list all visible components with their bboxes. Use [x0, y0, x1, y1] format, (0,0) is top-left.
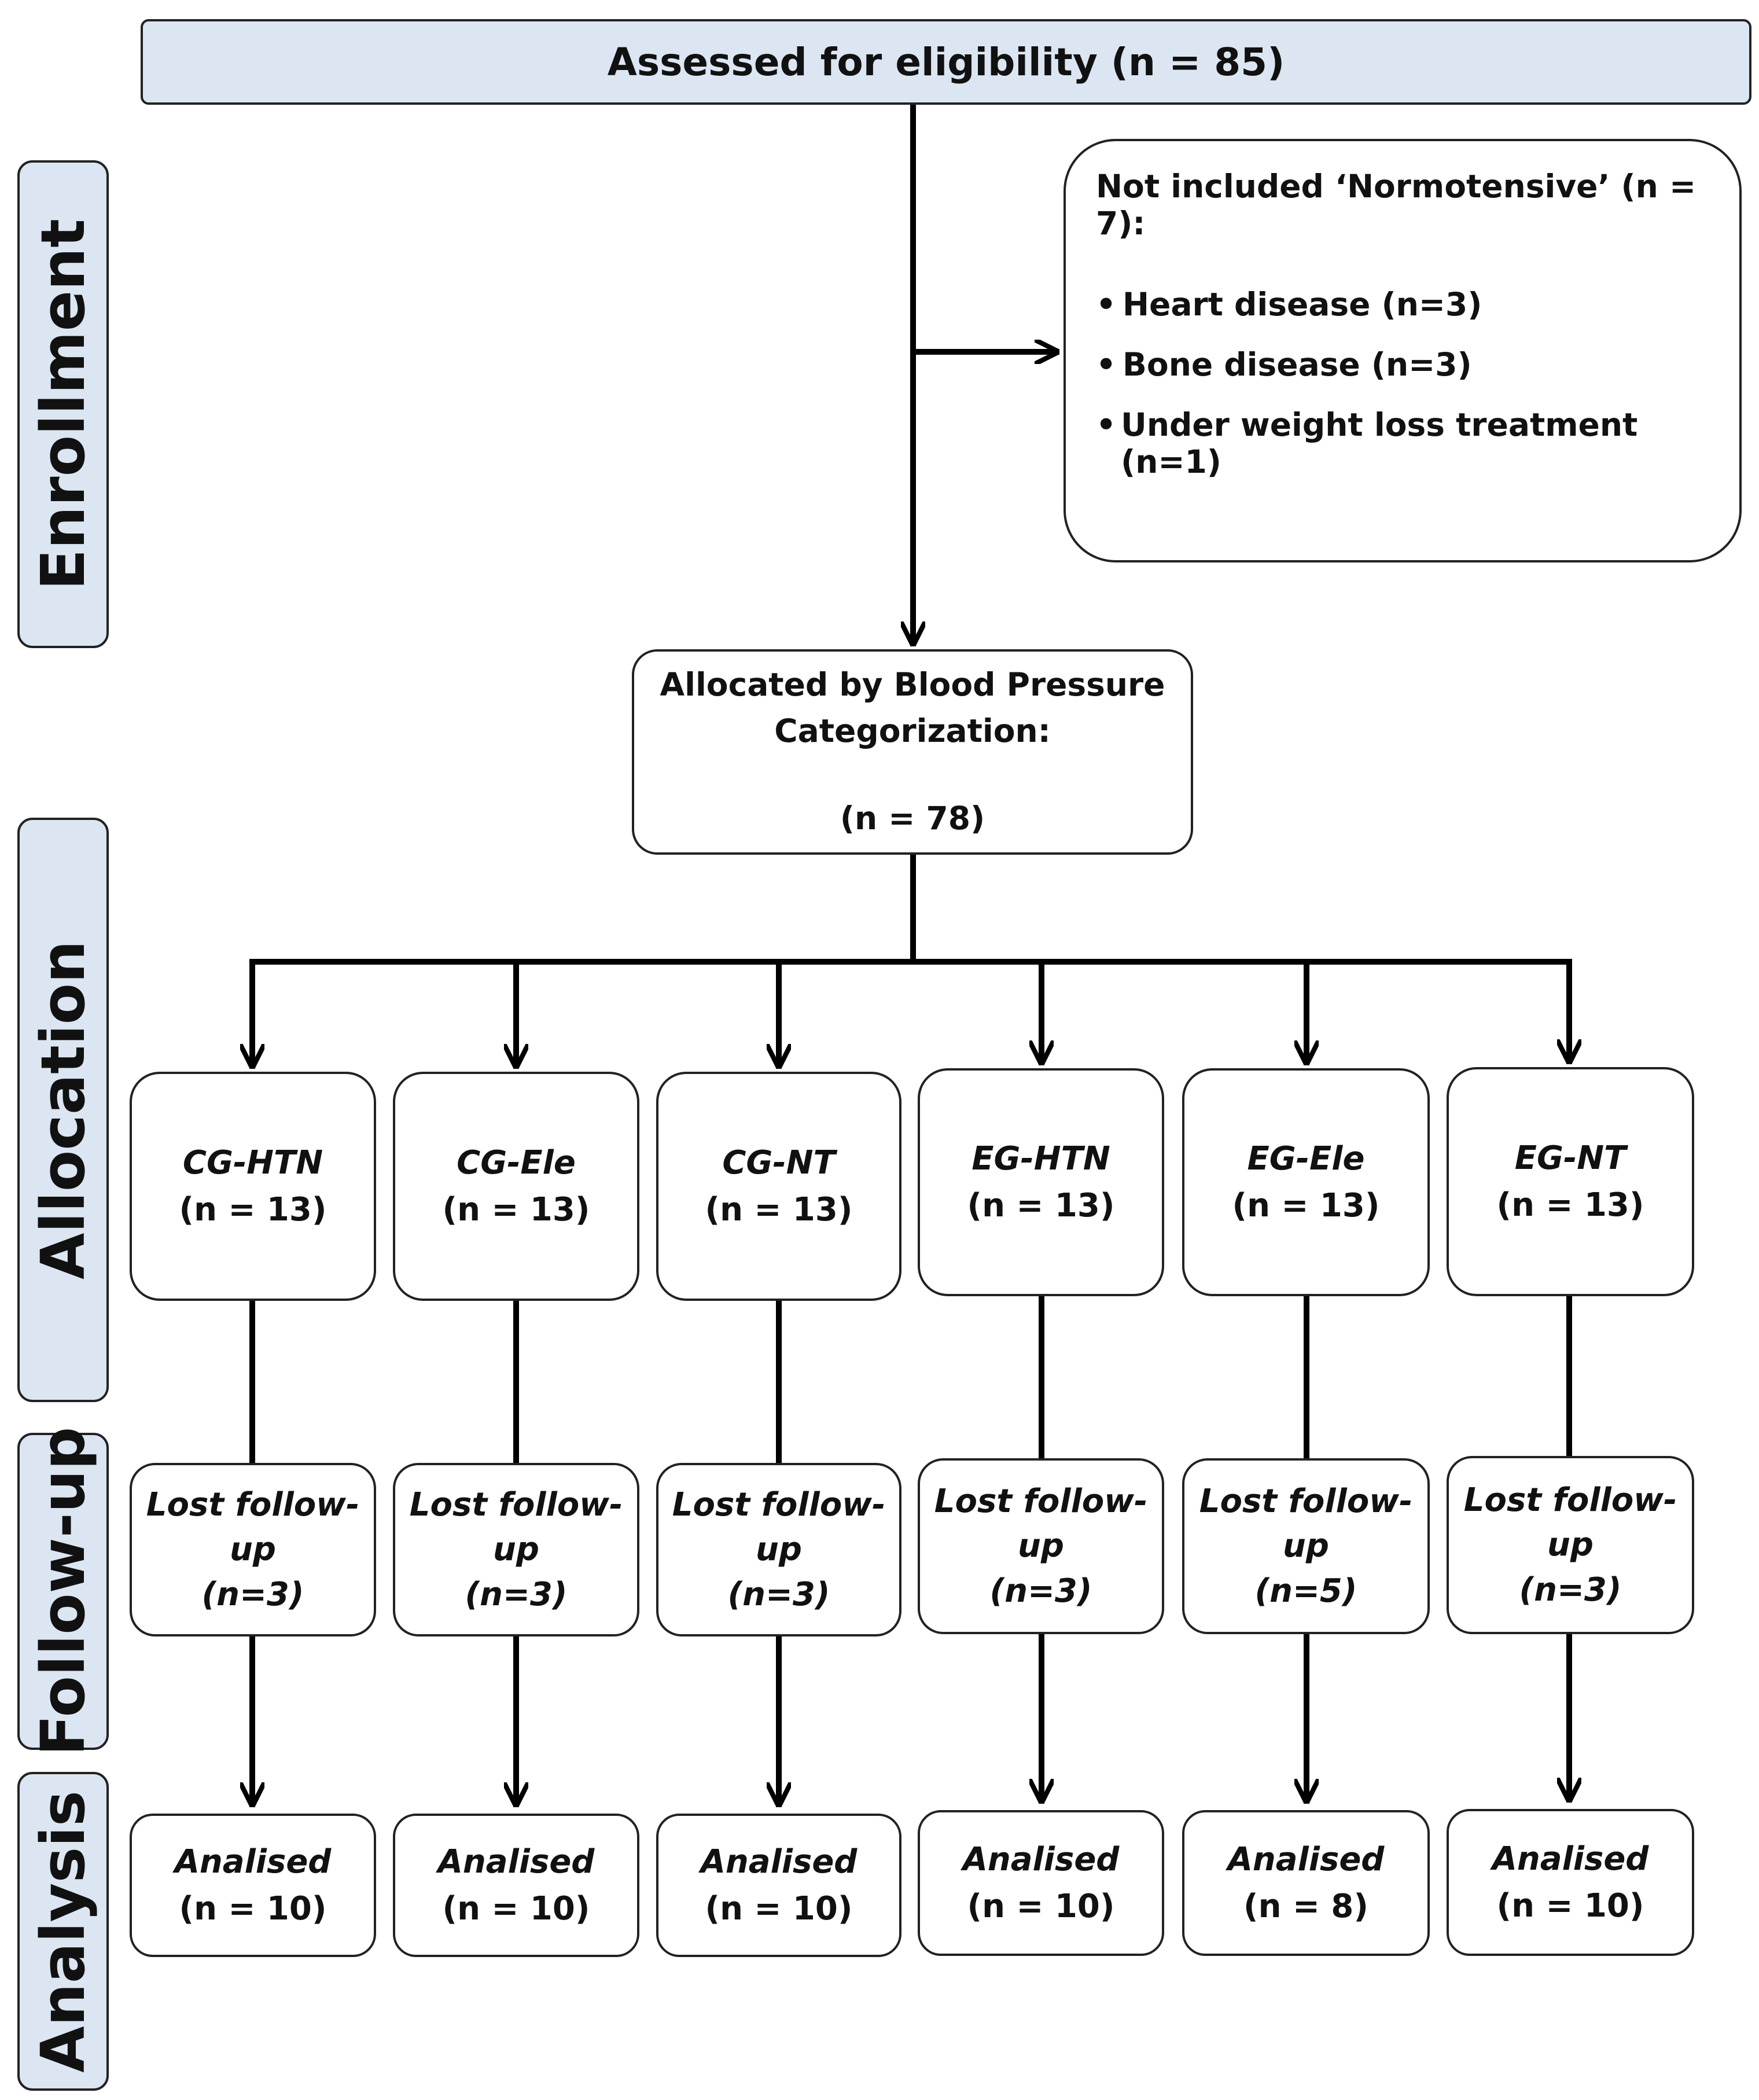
excluded-item: •Under weight loss treatment (n=1) [1096, 406, 1710, 480]
excluded-item-text: Under weight loss treatment (n=1) [1121, 406, 1638, 480]
lost-line-2: up [1018, 1527, 1064, 1565]
group-name: CG-NT [722, 1143, 836, 1182]
lost-line-1: Lost follow- [934, 1483, 1148, 1521]
group-box: CG-Ele (n = 13) [393, 1072, 639, 1301]
analysis-count: (n = 10) [442, 1890, 590, 1928]
analysis-label: Analised [174, 1842, 332, 1881]
analysis-box: Analised (n = 10) [1447, 1809, 1694, 1956]
group-count: (n = 13) [705, 1191, 853, 1229]
group-box: EG-Ele (n = 13) [1182, 1068, 1430, 1296]
analysis-box: Analised (n = 10) [393, 1814, 639, 1957]
excluded-item-text: Heart disease (n=3) [1123, 286, 1482, 323]
analysis-label: Analised [700, 1842, 858, 1881]
allocated-line-2: Categorization: [774, 712, 1051, 749]
group-count: (n = 13) [1232, 1187, 1380, 1224]
excluded-box: Not included ‘Normotensive’ (n = 7): •He… [1064, 139, 1742, 562]
phase-label-allocation: Allocation [17, 818, 109, 1402]
lost-line-2: up [230, 1531, 276, 1569]
analysis-box: Analised (n = 10) [918, 1810, 1164, 1956]
analysis-box: Analised (n = 8) [1182, 1810, 1430, 1956]
phase-analysis-text: Analysis [28, 1790, 98, 2073]
group-box: CG-HTN (n = 13) [130, 1072, 376, 1301]
follow-up-box: Lost follow- up (n=3) [918, 1458, 1164, 1634]
follow-up-box: Lost follow- up (n=3) [656, 1463, 901, 1636]
group-name: EG-NT [1514, 1139, 1626, 1177]
analysis-label: Analised [437, 1842, 595, 1881]
analysis-count: (n = 10) [967, 1888, 1115, 1925]
analysis-label: Analised [962, 1840, 1120, 1878]
phase-label-analysis: Analysis [17, 1772, 109, 2091]
analysis-label: Analised [1227, 1840, 1385, 1878]
group-name: CG-HTN [182, 1143, 323, 1182]
group-name: EG-Ele [1247, 1139, 1365, 1178]
lost-count: (n=3) [201, 1575, 304, 1613]
lost-count: (n=5) [1254, 1572, 1357, 1610]
assessed-box: Assessed for eligibility (n = 85) [141, 19, 1751, 105]
phase-follow-up-text: Follow-up [28, 1426, 98, 1756]
analysis-count: (n = 8) [1243, 1888, 1368, 1925]
group-box: EG-HTN (n = 13) [918, 1068, 1164, 1296]
excluded-item: •Bone disease (n=3) [1096, 346, 1472, 383]
analysis-box: Analised (n = 10) [656, 1814, 901, 1957]
group-name: CG-Ele [457, 1143, 576, 1182]
group-name: EG-HTN [972, 1139, 1110, 1178]
lost-line-1: Lost follow- [409, 1486, 623, 1524]
analysis-count: (n = 10) [179, 1890, 327, 1928]
lost-count: (n=3) [1519, 1571, 1622, 1609]
group-count: (n = 13) [1496, 1186, 1644, 1224]
assessed-text: Assessed for eligibility (n = 85) [607, 39, 1285, 84]
lost-count: (n=3) [465, 1575, 568, 1613]
lost-count: (n=3) [727, 1575, 830, 1613]
lost-line-1: Lost follow- [672, 1486, 886, 1524]
lost-count: (n=3) [989, 1572, 1092, 1610]
group-box: EG-NT (n = 13) [1447, 1067, 1694, 1296]
bullet-icon: • [1096, 286, 1117, 323]
excluded-item: •Heart disease (n=3) [1096, 286, 1482, 323]
group-count: (n = 13) [442, 1191, 590, 1229]
allocated-count: (n = 78) [840, 800, 985, 837]
bullet-icon: • [1096, 346, 1117, 383]
lost-line-1: Lost follow- [1463, 1481, 1677, 1520]
follow-up-box: Lost follow- up (n=3) [393, 1463, 639, 1636]
phase-enrollment-text: Enrollment [28, 218, 98, 590]
analysis-count: (n = 10) [705, 1890, 853, 1928]
follow-up-box: Lost follow- up (n=5) [1182, 1458, 1430, 1634]
follow-up-box: Lost follow- up (n=3) [1447, 1456, 1694, 1634]
analysis-box: Analised (n = 10) [130, 1814, 376, 1957]
lost-line-2: up [756, 1531, 802, 1569]
phase-allocation-text: Allocation [28, 940, 98, 1279]
group-count: (n = 13) [179, 1191, 327, 1229]
analysis-label: Analised [1492, 1840, 1649, 1878]
phase-label-enrollment: Enrollment [17, 160, 109, 648]
lost-line-2: up [493, 1531, 539, 1569]
excluded-title: Not included ‘Normotensive’ (n = 7): [1096, 168, 1697, 242]
lost-line-1: Lost follow- [1199, 1483, 1413, 1521]
allocated-box: Allocated by Blood Pressure Categorizati… [632, 649, 1193, 855]
excluded-item-text: Bone disease (n=3) [1123, 346, 1472, 383]
lost-line-1: Lost follow- [146, 1486, 360, 1524]
lost-line-2: up [1283, 1527, 1329, 1565]
follow-up-box: Lost follow- up (n=3) [130, 1463, 376, 1636]
group-box: CG-NT (n = 13) [656, 1072, 901, 1301]
bullet-icon: • [1096, 406, 1117, 443]
allocated-line-1: Allocated by Blood Pressure [660, 665, 1165, 703]
analysis-count: (n = 10) [1496, 1887, 1644, 1925]
group-count: (n = 13) [967, 1187, 1115, 1224]
phase-label-follow-up: Follow-up [17, 1427, 109, 1756]
lost-line-2: up [1547, 1526, 1594, 1564]
